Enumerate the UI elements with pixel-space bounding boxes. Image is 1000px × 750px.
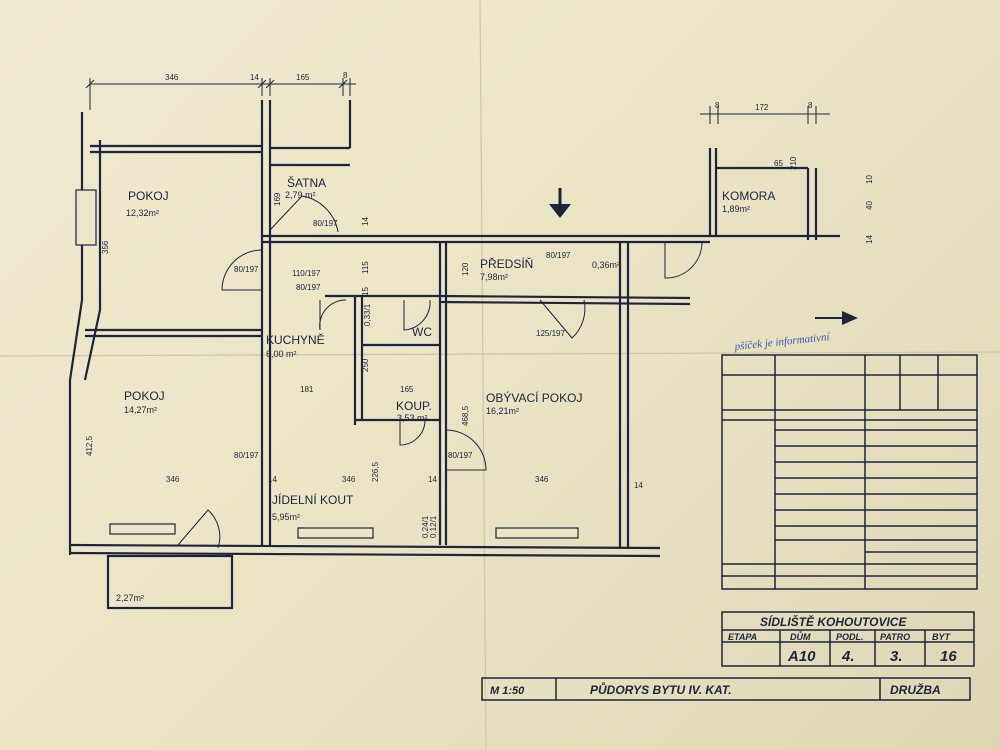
handwritten-note: pšíček je informativní (733, 311, 858, 353)
dim-65: 65 (774, 159, 783, 168)
dim-14-a: 14 (361, 217, 370, 226)
room-name-satna: ŠATNA (287, 175, 326, 190)
title-val-podl: 4. (841, 648, 855, 665)
dim-top-165: 165 (296, 73, 310, 82)
room-labels: POKOJ 12,32m² ŠATNA 2,79 m² PŘEDSÍŇ 7,98… (116, 175, 775, 603)
room-name-komora: KOMORA (722, 189, 775, 203)
dim-412-5: 412,5 (85, 435, 94, 456)
dim-120: 120 (461, 262, 470, 276)
dim-346-b: 346 (342, 475, 356, 484)
title-val-dum: A10 (787, 648, 816, 665)
door-label-kuchyne: 80/197 (296, 283, 321, 292)
room-area-komora: 1,89m² (722, 204, 750, 214)
door-swings (177, 195, 703, 549)
room-name-pokoj-top: POKOJ (128, 189, 169, 203)
door-label-125: 125/197 (536, 329, 565, 338)
door-labels: 80/197 80/197 80/197 80/197 80/197 80/19… (234, 219, 571, 538)
room-area-pokoj-left: 14,27m² (124, 405, 157, 415)
door-label-012: 0,12/1 (429, 515, 438, 538)
door-label-pokoj-left: 80/197 (234, 451, 259, 460)
dim-top-14: 14 (250, 73, 259, 82)
dim-356: 356 (101, 240, 110, 254)
room-area-balcony: 2,27m² (116, 593, 144, 603)
note-text: pšíček je informativní (733, 331, 831, 353)
dim-169: 169 (273, 192, 282, 206)
door-label-entrance: 80/197 (546, 251, 571, 260)
door-label-110: 110/197 (292, 269, 321, 278)
room-area-niche: 0,36m² (592, 260, 620, 270)
door-label-obyvaci: 80/197 (448, 451, 473, 460)
title-col-patro: PATRO (880, 632, 910, 642)
dim-115: 115 (361, 261, 370, 274)
title-block-frame (481, 611, 975, 701)
room-area-pokoj-top: 12,32m² (126, 208, 159, 218)
door-label-pokoj-top: 80/197 (234, 265, 259, 274)
dim-250: 250 (361, 358, 370, 372)
title-val-patro: 3. (890, 648, 903, 665)
room-area-satna: 2,79 m² (285, 190, 316, 200)
dim-komora-8a: 8 (715, 101, 720, 110)
top-dimension-line (85, 78, 356, 110)
room-name-pokoj-left: POKOJ (124, 389, 165, 403)
dim-226-5: 226,5 (371, 461, 380, 482)
dim-14-d: 14 (634, 481, 643, 490)
dim-346-c: 346 (535, 475, 549, 484)
door-label-satna: 80/197 (313, 219, 338, 228)
title-scale: M 1:50 (490, 685, 525, 697)
dim-14-e: 14 (865, 235, 874, 244)
title-main: PŮDORYS BYTU IV. KAT. (590, 681, 732, 697)
door-label-033: 0,33/1 (363, 303, 372, 326)
room-name-wc: WC (412, 325, 432, 339)
room-area-jidelni: 5,95m² (272, 512, 300, 522)
dim-181: 181 (300, 385, 314, 394)
room-area-kuchyne: 6,00 m² (266, 349, 297, 359)
title-block-header: SÍDLIŠTĚ KOHOUTOVICE (760, 614, 907, 629)
komora-dimension-line (700, 106, 830, 124)
dim-komora-8b: 8 (808, 101, 813, 110)
dim-346-a: 346 (166, 475, 180, 484)
dim-14-b: 14 (268, 475, 277, 484)
room-area-koup: 3,53 m² (397, 413, 428, 423)
windows (75, 189, 579, 539)
room-name-kuchyne: KUCHYNĚ (266, 332, 325, 347)
walls (68, 100, 840, 610)
dim-210: 210 (789, 156, 798, 170)
room-name-jidelni: JÍDELNÍ KOUT (272, 492, 354, 507)
dim-top-8: 8 (343, 71, 348, 80)
dim-15: 15 (361, 287, 370, 296)
title-col-podl: PODL. (836, 632, 864, 642)
dim-468-5: 468,5 (461, 405, 470, 426)
title-col-dum: DŮM (790, 631, 811, 642)
title-company: DRUŽBA (890, 682, 941, 697)
stamp-grid (721, 354, 978, 590)
room-area-predsin: 7,98m² (480, 272, 508, 282)
dim-14-c: 14 (428, 475, 437, 484)
title-col-byt: BYT (932, 632, 952, 642)
door-label-024: 0,24/1 (421, 515, 430, 538)
dim-40: 40 (865, 201, 874, 210)
room-name-koup: KOUP. (396, 399, 432, 413)
entrance-arrow (549, 188, 571, 218)
dim-komora-172: 172 (755, 103, 769, 112)
room-name-predsin: PŘEDSÍŇ (480, 256, 533, 271)
title-col-etapa: ETAPA (728, 632, 757, 642)
dim-165: 165 (400, 385, 414, 394)
dim-top-346: 346 (165, 73, 179, 82)
title-val-byt: 16 (940, 648, 957, 665)
room-name-obyvaci: OBÝVACÍ POKOJ (486, 390, 582, 405)
interior-dimensions: 169 14 115 120 356 412,5 181 165 250 468… (85, 156, 874, 490)
room-area-obyvaci: 16,21m² (486, 406, 519, 416)
dim-10: 10 (865, 175, 874, 184)
